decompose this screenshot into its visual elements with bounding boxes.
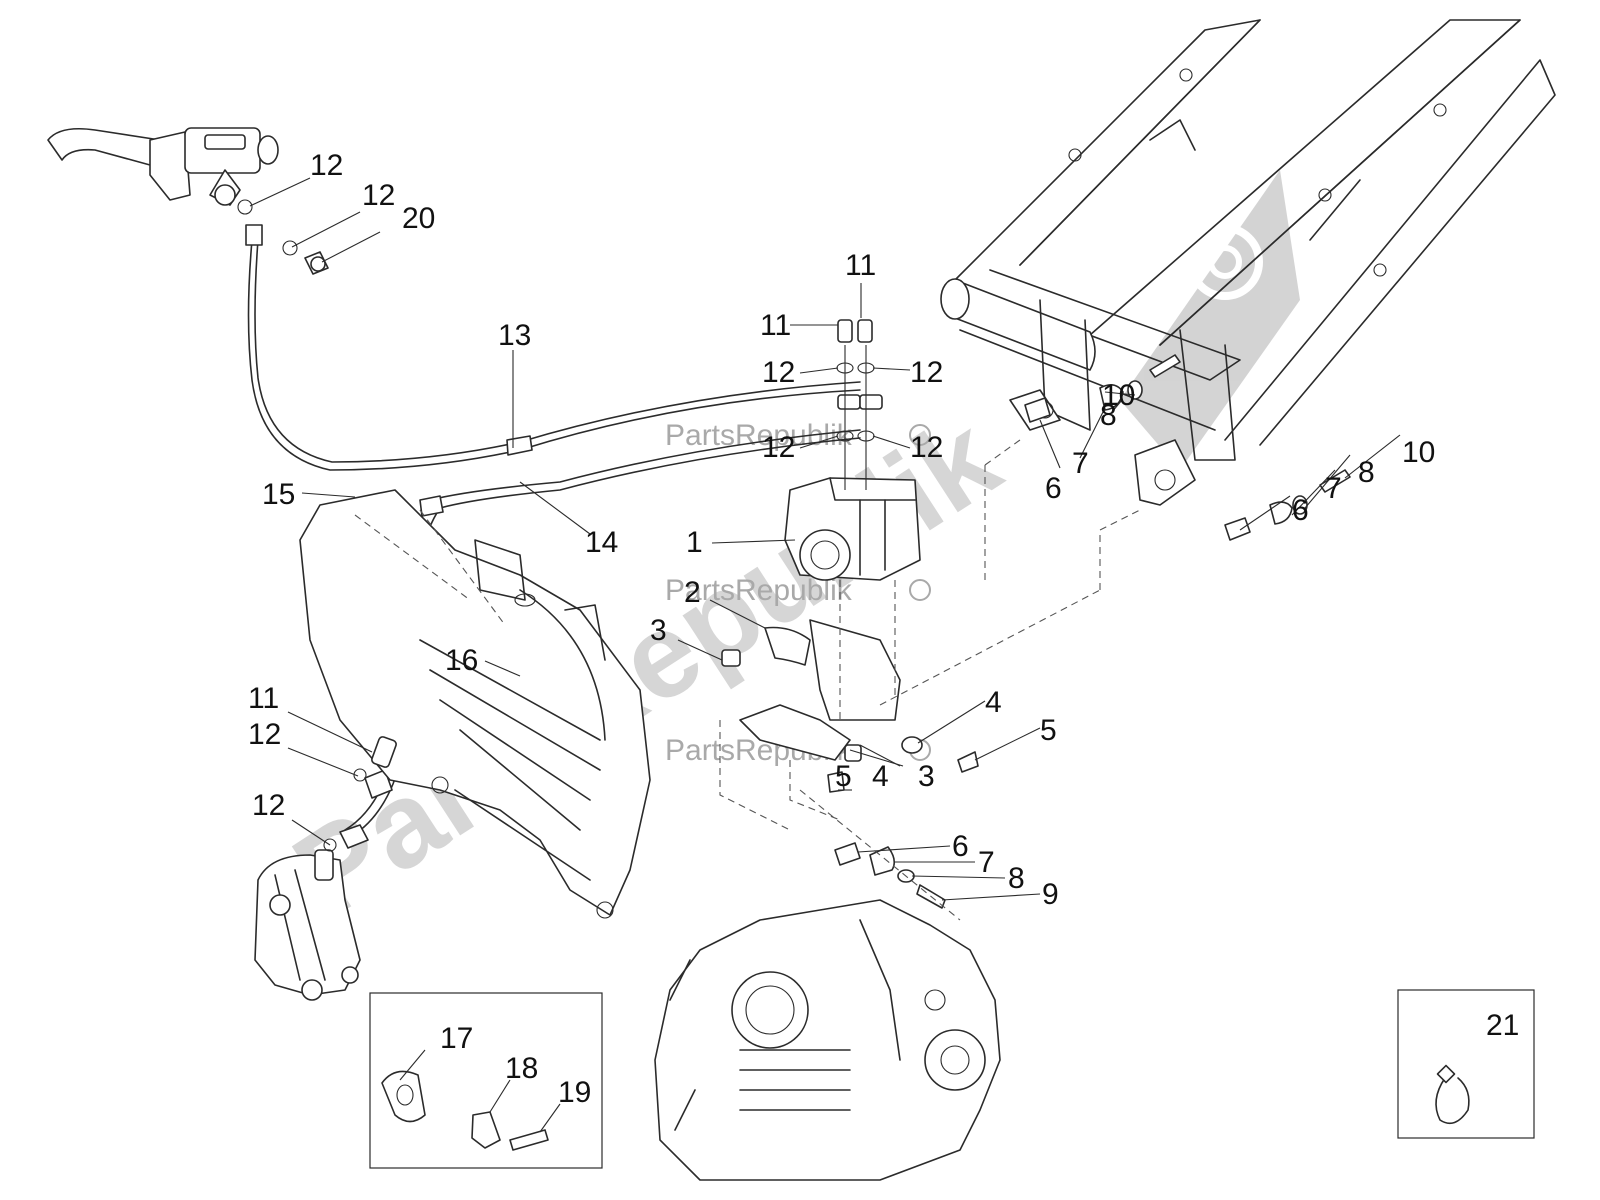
callout-8-engine: 8 xyxy=(1008,862,1025,895)
callout-18: 18 xyxy=(505,1052,538,1085)
callout-4-lower: 4 xyxy=(872,760,889,793)
callout-4-upper: 4 xyxy=(985,686,1002,719)
callout-5-lower: 5 xyxy=(835,760,852,793)
callout-7-frame-right: 7 xyxy=(1325,472,1342,505)
callout-3-bracket-clip: 3 xyxy=(650,614,667,647)
engine xyxy=(654,899,1001,1181)
inset-box-clips xyxy=(369,992,603,1169)
leader-lines xyxy=(249,177,1401,1133)
caliper-fittings xyxy=(323,736,397,852)
callout-6-engine: 6 xyxy=(952,830,969,863)
callout-13: 13 xyxy=(498,319,531,352)
brake-master-cylinder xyxy=(47,127,279,206)
callout-6-frame-right: 6 xyxy=(1292,494,1309,527)
watermark-small-text-1: PartsRepublik xyxy=(665,419,853,452)
callout-21: 21 xyxy=(1486,1009,1519,1042)
callout-8-frame-right: 8 xyxy=(1358,456,1375,489)
brake-lines xyxy=(245,224,861,837)
watermark-gear-small-icon xyxy=(909,424,931,761)
callout-3-lower: 3 xyxy=(918,760,935,793)
callout-10-frame-right: 10 xyxy=(1402,436,1435,469)
callout-11-abs-left: 11 xyxy=(760,309,791,342)
callout-10-frame-left: 10 xyxy=(1102,379,1135,412)
callout-1: 1 xyxy=(686,526,703,559)
master-cylinder-fittings xyxy=(237,199,329,275)
callout-6-frame-left: 6 xyxy=(1045,472,1062,505)
callout-7-frame-left: 7 xyxy=(1072,447,1089,480)
callout-12-master-2: 12 xyxy=(362,179,395,212)
abs-modulator xyxy=(784,394,921,581)
inset-box-hose-clamp xyxy=(1397,989,1535,1139)
callout-12-abs-upper-left: 12 xyxy=(762,356,795,389)
callout-labels: 1 2 3 3 4 4 5 5 6 6 6 7 7 7 8 8 8 9 10 1… xyxy=(248,149,1519,1109)
callout-9: 9 xyxy=(1042,878,1059,911)
callout-12-abs-lower-right: 12 xyxy=(910,431,943,464)
callout-11-abs-top: 11 xyxy=(845,249,876,282)
callout-12-abs-lower-left: 12 xyxy=(762,431,795,464)
front-brake-caliper xyxy=(254,849,361,1001)
callout-17: 17 xyxy=(440,1022,473,1055)
callout-12-master-1: 12 xyxy=(310,149,343,182)
motorcycle-frame xyxy=(940,19,1556,506)
callout-19: 19 xyxy=(558,1076,591,1109)
callout-5-right: 5 xyxy=(1040,714,1057,747)
assembly-dashed-lines xyxy=(354,439,1141,921)
callout-2: 2 xyxy=(684,576,701,609)
callout-15: 15 xyxy=(262,478,295,511)
watermark-gear-icon xyxy=(1120,170,1300,470)
callout-20: 20 xyxy=(402,202,435,235)
callout-16: 16 xyxy=(445,644,478,677)
callout-7-engine: 7 xyxy=(978,846,995,879)
callout-12-caliper-lower: 12 xyxy=(252,789,285,822)
callout-12-caliper-upper: 12 xyxy=(248,718,281,751)
callout-11-caliper: 11 xyxy=(248,682,279,715)
radiator-cover xyxy=(299,489,651,919)
callout-12-abs-upper-right: 12 xyxy=(910,356,943,389)
abs-bracket xyxy=(721,619,901,762)
callout-8-frame-left: 8 xyxy=(1100,399,1117,432)
callout-14: 14 xyxy=(585,526,618,559)
